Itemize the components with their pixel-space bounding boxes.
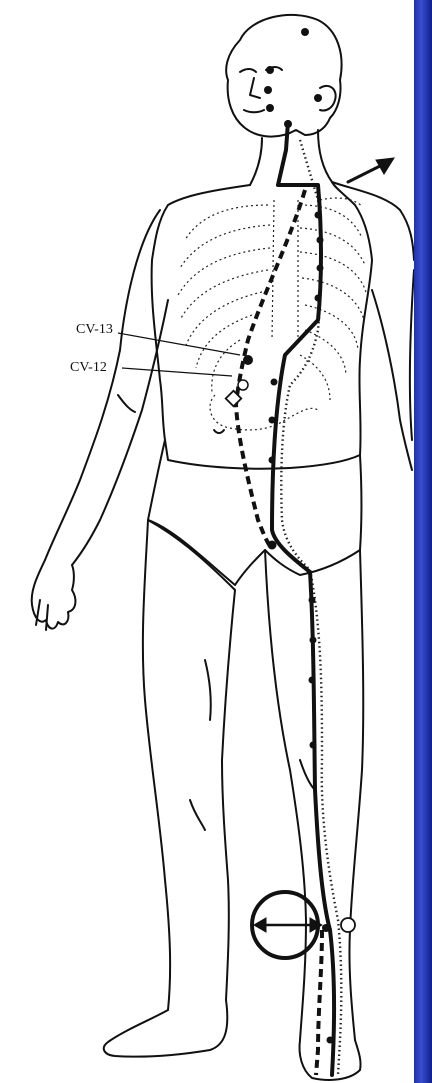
rib-right-1: [300, 205, 362, 238]
meridian-solid-path: [272, 122, 334, 1075]
point-head-top: [301, 28, 309, 36]
point-abdomen-2: [269, 417, 276, 424]
neck-right: [318, 130, 332, 182]
point-neck: [284, 120, 292, 128]
rib-left-7: [212, 340, 240, 392]
point-foot: [327, 1037, 334, 1044]
point-forehead: [266, 66, 274, 74]
point-jaw: [266, 104, 274, 112]
right-arm-inner: [372, 290, 412, 470]
rib-left-3: [178, 248, 270, 295]
point-shin: [322, 924, 330, 932]
rib-left-2: [180, 225, 270, 268]
arrow-shaft: [348, 166, 380, 182]
mouth: [244, 110, 264, 112]
point-cv12-circle: [238, 380, 248, 390]
point-chest-3: [317, 265, 324, 272]
double-arrow-left-head: [254, 918, 266, 932]
label-cv13: CV-13: [76, 322, 113, 338]
knee-detail: [190, 800, 205, 830]
meridian-dashed-leg: [316, 930, 322, 1075]
ear-outline: [320, 86, 336, 111]
point-thigh-2: [310, 637, 317, 644]
right-shoulder: [332, 182, 414, 260]
left-arm-outer: [45, 210, 160, 560]
point-cheek: [264, 86, 272, 94]
shorts-hem: [148, 520, 235, 590]
right-foot: [300, 1040, 361, 1080]
point-groin: [268, 541, 277, 550]
point-open-circle: [341, 918, 355, 932]
leader-cv12: [122, 368, 232, 376]
nose: [250, 78, 260, 98]
point-chest-2: [317, 237, 324, 244]
torso-outline: [152, 182, 372, 469]
point-ear-front: [314, 94, 322, 102]
label-cv12: CV-12: [70, 360, 107, 376]
point-thigh-3: [309, 677, 316, 684]
rib-left-4: [180, 270, 268, 320]
leader-cv13: [118, 333, 240, 355]
point-thigh-1: [309, 597, 316, 604]
navel: [214, 430, 224, 433]
head-outline: [226, 15, 341, 137]
point-chest-1: [315, 212, 322, 219]
right-leg-inner: [265, 550, 306, 1040]
rib-left-1: [185, 205, 268, 240]
elbow-detail: [118, 395, 135, 412]
left-hand-fingers: [36, 600, 48, 630]
left-leg-outer: [143, 520, 170, 1010]
point-abdomen-1: [271, 379, 278, 386]
rib-right-3: [300, 252, 366, 292]
rib-right-4: [302, 278, 364, 320]
human-figure-illustration: [0, 0, 414, 1083]
slide-side-bar: [414, 0, 432, 1083]
rib-right-7: [300, 355, 330, 400]
neck-left: [250, 138, 262, 185]
point-knee: [310, 742, 317, 749]
point-abdomen-3: [269, 457, 276, 464]
left-foot: [104, 1000, 228, 1057]
right-leg-outer: [349, 550, 363, 1040]
left-hand: [32, 560, 76, 629]
eye-left: [240, 69, 256, 72]
thigh-detail: [205, 660, 211, 720]
rib-right-2: [300, 228, 365, 265]
point-chest-4: [315, 295, 322, 302]
left-leg-inner: [222, 590, 235, 1000]
point-cv13: [243, 355, 253, 365]
